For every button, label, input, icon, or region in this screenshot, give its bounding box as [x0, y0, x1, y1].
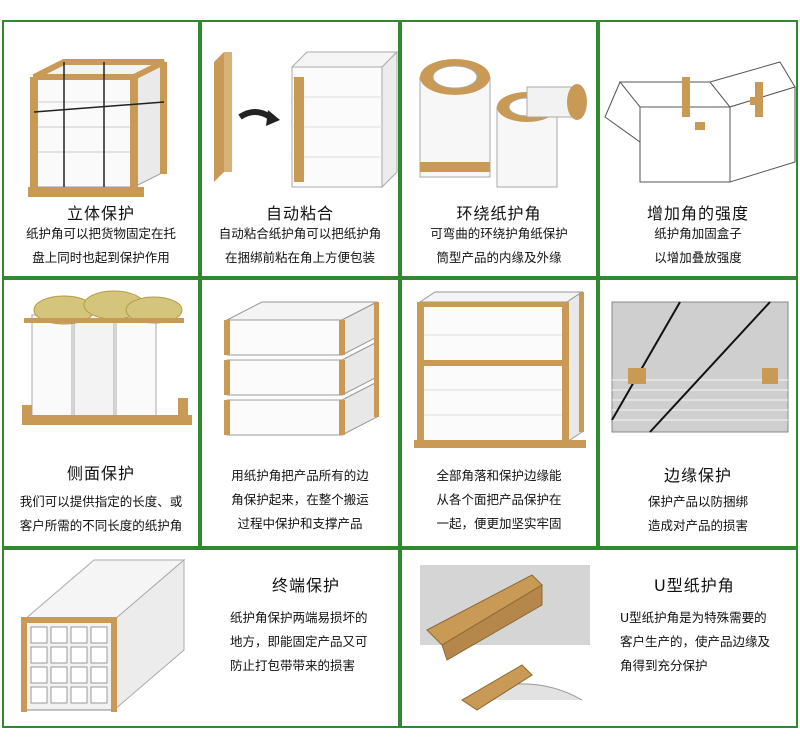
card-wrap-around: 环绕纸护角 可弯曲的环绕护角纸保护 筒型产品的内缘及外缘 — [400, 20, 598, 278]
desc-line: 在捆绑前粘在角上方便包装 — [224, 250, 375, 265]
card-end-protection: 终端保护 纸护角保护两端易损坏的 地方，即能固定产品又可 防止打包带带来的损害 — [2, 548, 400, 728]
card-title: 立体保护 — [66, 204, 135, 223]
desc-line: 我们可以提供指定的长度、或 — [19, 494, 183, 509]
tube-bundle-end-icon — [21, 558, 186, 712]
desc-line: U型纸护角是为特殊需要的 — [620, 610, 767, 625]
desc-line: 客户生产的，使产品边缘及 — [620, 634, 771, 649]
desc-line: 从各个面把产品保护在 — [436, 492, 562, 507]
sheet-stack-edge-icon — [611, 301, 789, 433]
card-edge-protection: 边缘保护 保护产品以防捆绑 造成对产品的损害 — [598, 278, 798, 548]
desc-line: 纸护角保护两端易损坏的 — [230, 610, 368, 625]
adhesive-corner-guard-icon — [214, 50, 398, 189]
card-side-protection: 侧面保护 我们可以提供指定的长度、或 客户所需的不同长度的纸护角 — [2, 278, 200, 548]
desc-line: 盘上同时也起到保护作用 — [32, 250, 170, 265]
desc-line: 筒型产品的内缘及外缘 — [436, 250, 562, 265]
desc-line: 纸护角可以把货物固定在托 — [25, 226, 176, 241]
desc-line: 一起，便更加坚实牢固 — [436, 516, 562, 531]
paper-roll-wrap-icon — [419, 59, 587, 188]
card-desc: 用纸护角把产品所有的边 角保护起来，在整个搬运 过程中保护和支撑产品 — [208, 464, 392, 536]
desc-line: 可弯曲的环绕护角纸保护 — [430, 226, 568, 241]
u-channel-protector-icon — [420, 565, 590, 711]
desc-line: 角保护起来，在整个搬运 — [231, 492, 369, 507]
full-pallet-frame-icon — [414, 291, 586, 448]
card-title: 边缘保护 — [663, 466, 732, 485]
desc-line: 客户所需的不同长度的纸护角 — [19, 518, 183, 533]
card-u-channel: U型纸护角 U型纸护角是为特殊需要的 客户生产的，使产品边缘及 角得到充分保护 — [400, 548, 798, 728]
card-corner-strength: 增加角的强度 纸护角加固盒子 以增加叠放强度 — [598, 20, 798, 278]
card-desc: U型纸护角是为特殊需要的 客户生产的，使产品边缘及 角得到充分保护 — [620, 606, 770, 678]
card-desc: 保护产品以防捆绑 造成对产品的损害 — [606, 490, 790, 538]
card-title: 终端保护 — [272, 576, 341, 595]
pallet-cube-edge-protector-icon — [28, 59, 167, 197]
desc-line: 纸护角加固盒子 — [654, 226, 742, 241]
desc-line: 过程中保护和支撑产品 — [237, 516, 363, 531]
stacked-bundles-icon — [224, 301, 379, 436]
card-desc: 我们可以提供指定的长度、或 客户所需的不同长度的纸护角 — [10, 490, 192, 538]
open-carton-corner-icon — [604, 61, 796, 183]
card-desc: 纸护角保护两端易损坏的 地方，即能固定产品又可 防止打包带带来的损害 — [230, 606, 368, 678]
card-title: 环绕纸护角 — [456, 204, 542, 223]
desc-line: 造成对产品的损害 — [647, 518, 748, 533]
card-desc: 可弯曲的环绕护角纸保护 筒型产品的内缘及外缘 — [408, 222, 590, 270]
card-all-edges: 用纸护角把产品所有的边 角保护起来，在整个搬运 过程中保护和支撑产品 — [200, 278, 400, 548]
desc-line: 角得到充分保护 — [620, 658, 708, 673]
desc-line: 自动粘合纸护角可以把纸护角 — [218, 226, 382, 241]
card-title: U型纸护角 — [654, 576, 735, 595]
card-title: 侧面保护 — [66, 464, 135, 483]
roll-pallet-side-icon — [22, 290, 192, 425]
desc-line: 全部角落和保护边缘能 — [436, 468, 562, 483]
card-all-corners: 全部角落和保护边缘能 从各个面把产品保护在 一起，便更加坚实牢固 — [400, 278, 598, 548]
card-title: 增加角的强度 — [646, 204, 749, 223]
card-desc: 纸护角加固盒子 以增加叠放强度 — [606, 222, 790, 270]
card-title: 自动粘合 — [265, 204, 334, 223]
card-desc: 自动粘合纸护角可以把纸护角 在捆绑前粘在角上方便包装 — [208, 222, 392, 270]
desc-line: 用纸护角把产品所有的边 — [231, 468, 369, 483]
card-3d-protection: 立体保护 纸护角可以把货物固定在托 盘上同时也起到保护作用 — [2, 20, 200, 278]
card-desc: 全部角落和保护边缘能 从各个面把产品保护在 一起，便更加坚实牢固 — [408, 464, 590, 536]
desc-line: 地方，即能固定产品又可 — [230, 634, 368, 649]
desc-line: 以增加叠放强度 — [654, 250, 742, 265]
card-auto-adhesive: 自动粘合 自动粘合纸护角可以把纸护角 在捆绑前粘在角上方便包装 — [200, 20, 400, 278]
card-desc: 纸护角可以把货物固定在托 盘上同时也起到保护作用 — [10, 222, 192, 270]
desc-line: 防止打包带带来的损害 — [230, 658, 356, 673]
desc-line: 保护产品以防捆绑 — [647, 494, 748, 509]
